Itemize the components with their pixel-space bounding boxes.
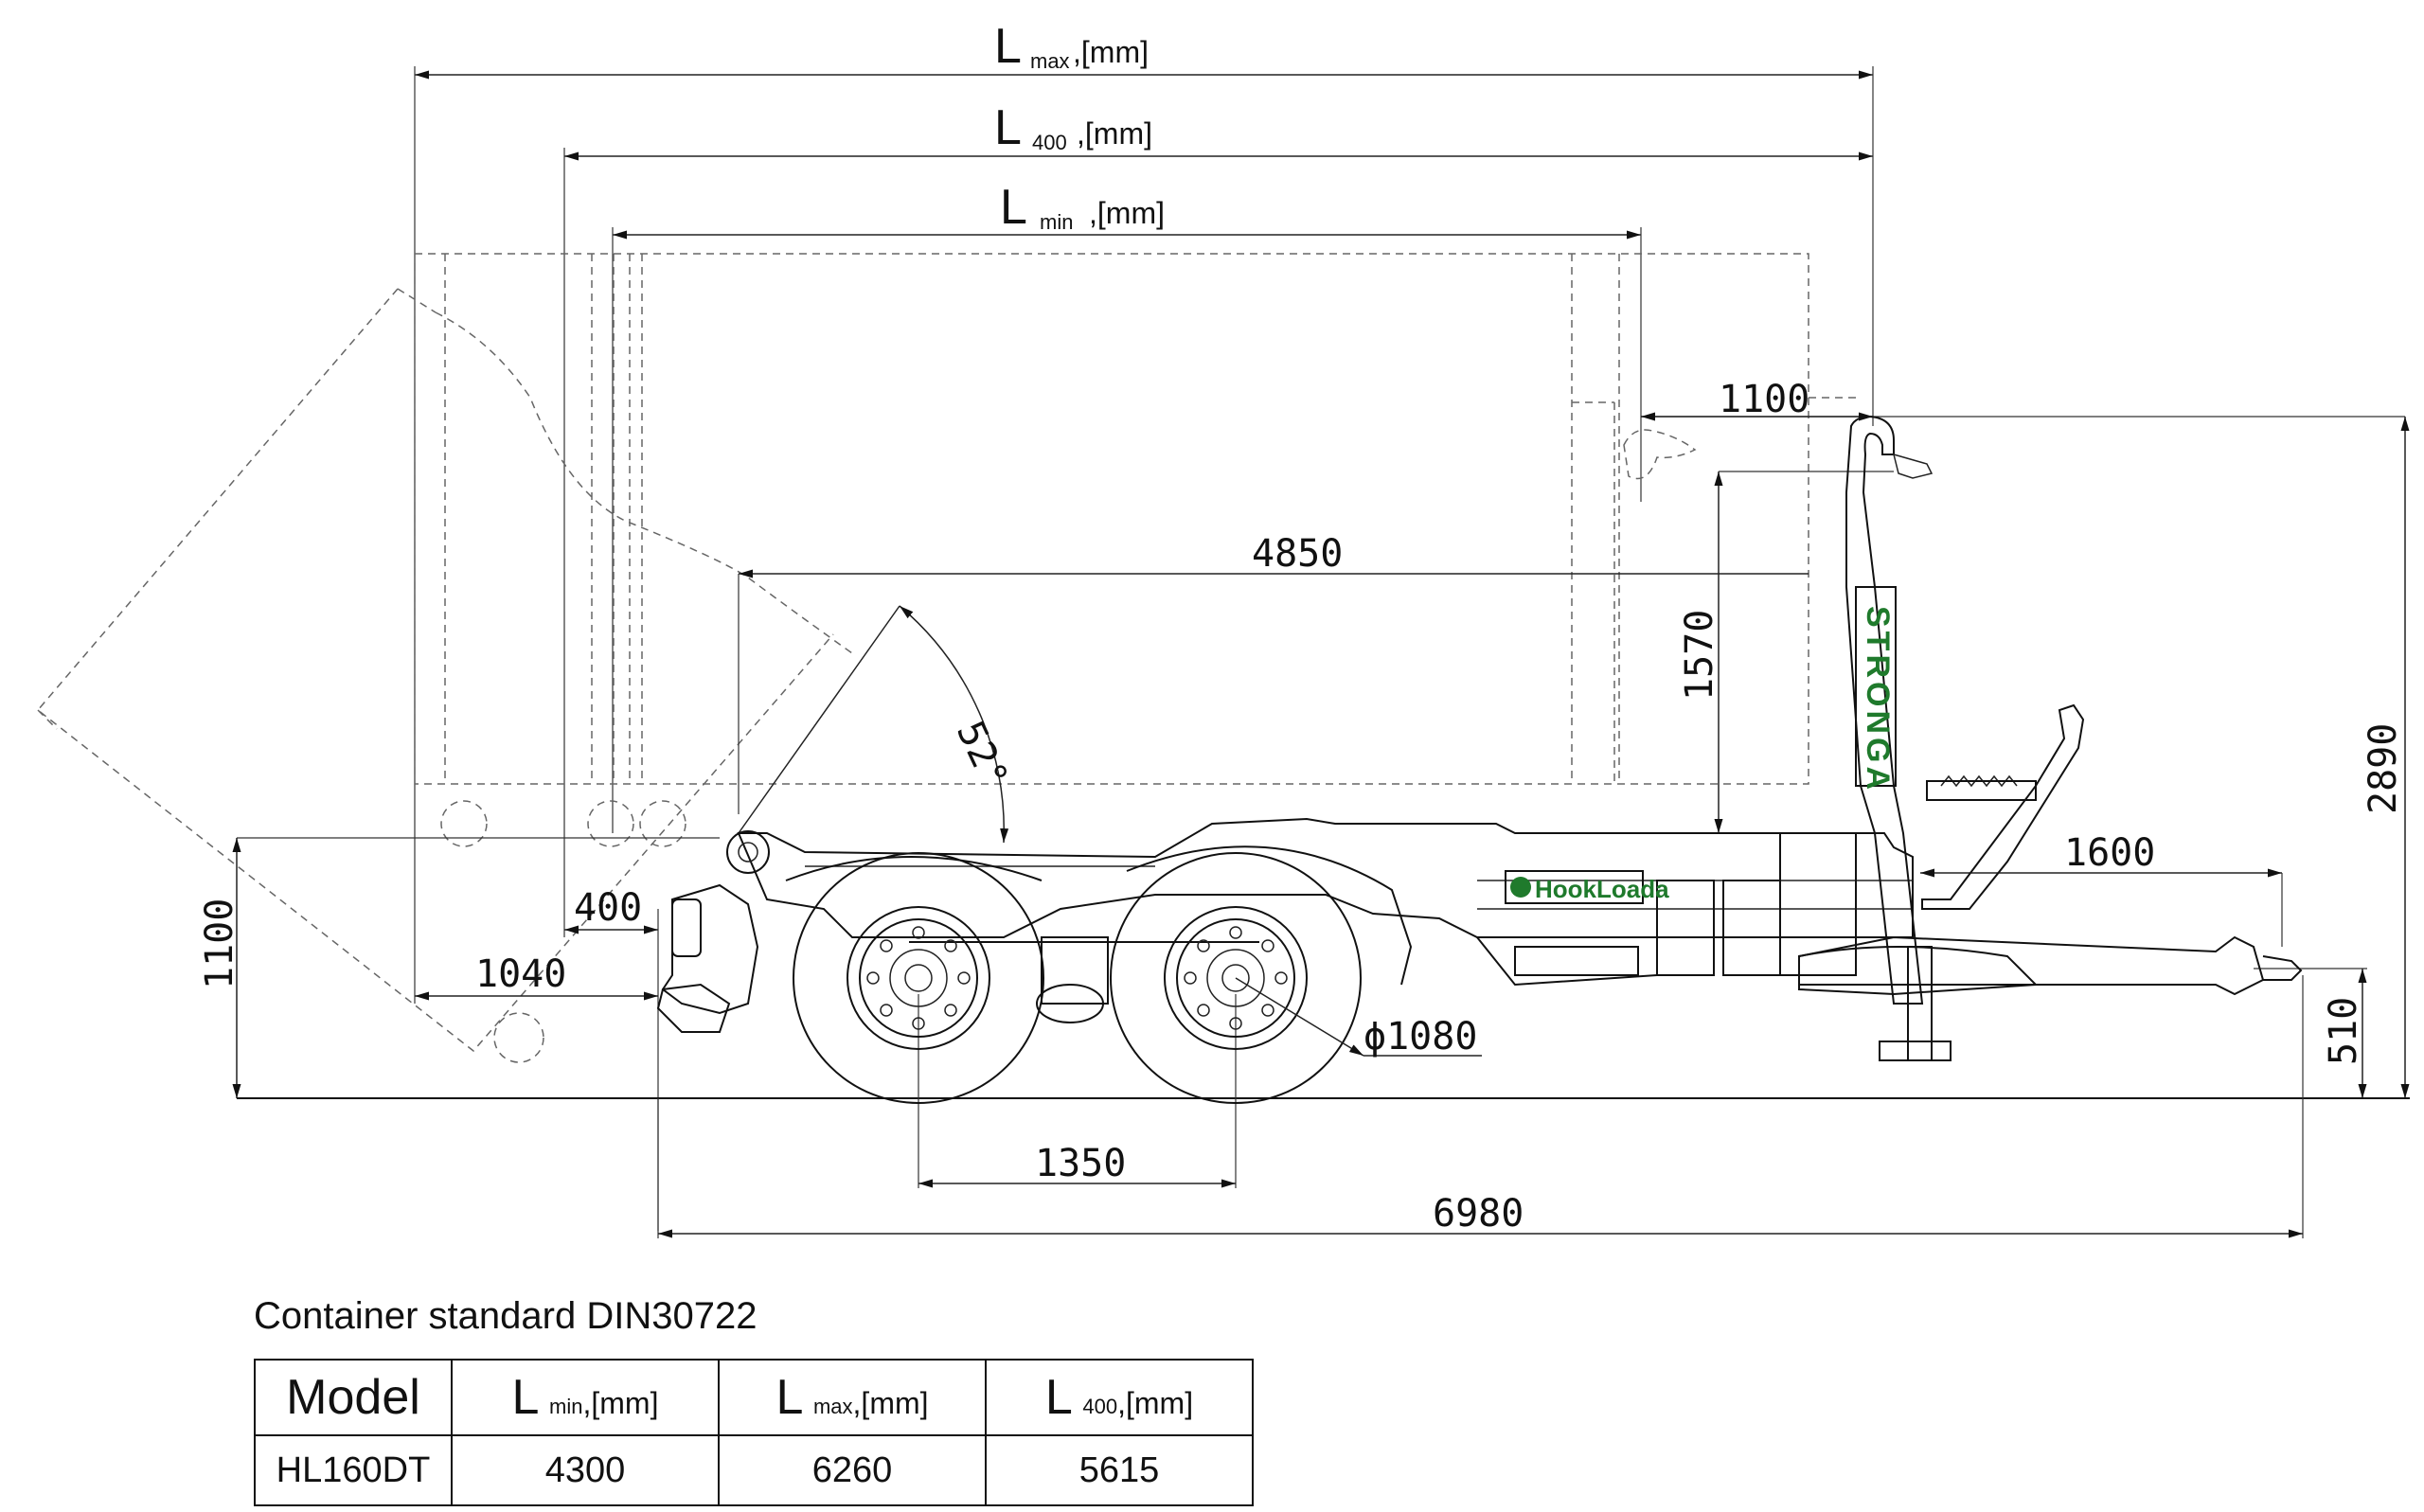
dim-400: 400 bbox=[564, 886, 659, 1231]
dim-510-text: 510 bbox=[2322, 997, 2365, 1065]
l-max-letter: L bbox=[994, 19, 1022, 74]
header-l-min: L min,[mm] bbox=[451, 1359, 720, 1436]
cell-l-min: 4300 bbox=[451, 1434, 720, 1506]
cell-l-max: 6260 bbox=[718, 1434, 987, 1506]
l-max-sub: max bbox=[1030, 49, 1070, 73]
dim-1100-top-text: 1100 bbox=[1719, 378, 1809, 421]
cell-model: HL160DT bbox=[254, 1434, 453, 1506]
table-header-row: Model L min,[mm] L max,[mm] L 400,[mm] bbox=[254, 1359, 1254, 1436]
header-model: Model bbox=[254, 1359, 453, 1436]
header-l-400: L 400,[mm] bbox=[985, 1359, 1254, 1436]
l-400-letter: L bbox=[994, 100, 1022, 155]
stronga-logo-text: STRONGA bbox=[1860, 606, 1896, 793]
spec-table: Model L min,[mm] L max,[mm] L 400,[mm] H… bbox=[254, 1359, 1254, 1506]
stronga-arm-plate bbox=[1855, 586, 1897, 787]
l-400-sub: 400 bbox=[1032, 131, 1067, 154]
dim-2890-text: 2890 bbox=[2362, 723, 2405, 814]
container-outline bbox=[414, 253, 1856, 847]
trailer-chassis: STRONGA HookLoada bbox=[656, 415, 2303, 1061]
l-400-unit: ,[mm] bbox=[1077, 116, 1152, 151]
dim-510: 510 bbox=[2254, 968, 2367, 1098]
angle-52: 52° bbox=[738, 605, 1016, 844]
dim-2890: 2890 bbox=[2362, 417, 2410, 1098]
dim-1080-text: ϕ1080 bbox=[1364, 1015, 1477, 1058]
dim-l-max: L max ,[mm] bbox=[415, 19, 1873, 80]
l-min-sub: min bbox=[1040, 210, 1073, 234]
table-row: HL160DT 4300 6260 5615 bbox=[254, 1434, 1254, 1506]
table-caption: Container standard DIN30722 bbox=[254, 1295, 758, 1337]
dim-1600: 1600 bbox=[1920, 831, 2283, 947]
cell-l-400: 5615 bbox=[985, 1434, 1254, 1506]
dim-1040-text: 1040 bbox=[475, 952, 566, 996]
wheel-rear bbox=[793, 852, 1044, 1104]
dim-1040: 1040 bbox=[415, 952, 658, 1001]
dim-4850-text: 4850 bbox=[1252, 532, 1343, 576]
l-max-unit: ,[mm] bbox=[1073, 35, 1149, 69]
dim-6980: 6980 bbox=[657, 975, 2304, 1238]
dim-1350-text: 1350 bbox=[1035, 1142, 1126, 1185]
hookloada-logo-text: HookLoada bbox=[1535, 875, 1669, 903]
dim-1570-text: 1570 bbox=[1678, 610, 1721, 701]
hookloada-logo-icon bbox=[1510, 877, 1531, 898]
wheel-front bbox=[1110, 852, 1362, 1104]
dim-1100-left-text: 1100 bbox=[198, 898, 241, 989]
dim-1350: 1350 bbox=[918, 994, 1237, 1188]
dim-1600-text: 1600 bbox=[2064, 831, 2155, 875]
extension-lines bbox=[414, 66, 2405, 1004]
dim-l-min: L min ,[mm] bbox=[613, 180, 1641, 240]
l-min-unit: ,[mm] bbox=[1089, 196, 1165, 230]
dim-4850: 4850 bbox=[738, 532, 1809, 814]
l-min-letter: L bbox=[1000, 180, 1027, 235]
angle-52-text: 52° bbox=[948, 715, 1016, 795]
header-l-max: L max,[mm] bbox=[718, 1359, 987, 1436]
dim-1100-left: 1100 bbox=[198, 837, 720, 1098]
dim-diameter-1080: ϕ1080 bbox=[1235, 977, 1482, 1058]
dim-l-400: L 400 ,[mm] bbox=[564, 100, 1873, 161]
dim-6980-text: 6980 bbox=[1433, 1192, 1524, 1236]
dim-400-text: 400 bbox=[574, 886, 642, 930]
tipped-container bbox=[36, 288, 853, 1063]
dim-1100-top: 1100 bbox=[1641, 378, 1873, 421]
